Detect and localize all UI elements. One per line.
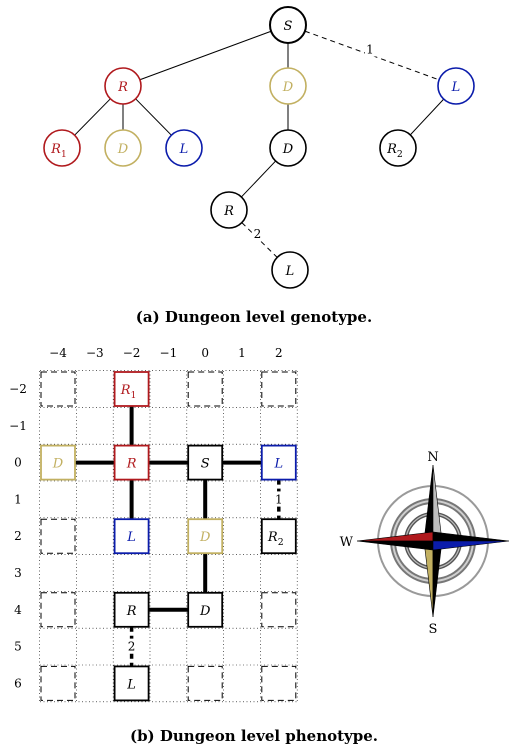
y-tick-label: 3 xyxy=(14,566,22,580)
genotype-node xyxy=(271,251,309,289)
x-tick-label: 2 xyxy=(275,346,283,360)
x-tick-label: −1 xyxy=(160,346,178,360)
room-label: R1 xyxy=(120,383,137,401)
genotype-node-label: L xyxy=(451,80,461,95)
room xyxy=(260,518,297,555)
room xyxy=(113,518,150,555)
x-tick-label: −4 xyxy=(49,346,67,360)
genotype-node xyxy=(210,191,248,229)
room xyxy=(113,665,150,702)
genotype-node xyxy=(165,129,203,167)
room-label: D xyxy=(199,604,211,619)
room xyxy=(187,518,224,555)
x-tick-label: −3 xyxy=(86,346,104,360)
genotype-edge xyxy=(74,98,111,136)
genotype-edge xyxy=(304,30,440,81)
room-label: L xyxy=(126,530,136,545)
genotype-node xyxy=(269,6,307,44)
genotype-node-label: D xyxy=(117,142,129,157)
y-tick-label: 0 xyxy=(14,456,22,470)
y-tick-label: −2 xyxy=(9,382,27,396)
empty-slot xyxy=(40,592,76,628)
room-label: L xyxy=(273,457,283,472)
room-label: R2 xyxy=(267,530,284,548)
room xyxy=(113,444,150,481)
empty-slot xyxy=(187,371,223,407)
room xyxy=(187,591,224,628)
y-tick-label: 1 xyxy=(14,492,22,506)
room-label: R xyxy=(126,604,137,619)
genotype-node-label: D xyxy=(282,142,294,157)
genotype-edge-label: 2 xyxy=(254,227,262,241)
empty-slot xyxy=(40,371,76,407)
x-tick-label: −2 xyxy=(123,346,141,360)
room xyxy=(113,371,150,407)
genotype-edge xyxy=(135,98,172,136)
connection-label: 2 xyxy=(128,640,136,654)
genotype-node xyxy=(104,129,142,167)
room xyxy=(40,444,76,481)
compass-label-w: W xyxy=(340,535,354,550)
room-label: S xyxy=(201,457,210,472)
compass-east-arm xyxy=(432,540,509,551)
genotype-edge xyxy=(139,30,272,81)
room-label: D xyxy=(199,530,211,545)
connection-label: 1 xyxy=(275,492,283,506)
y-tick-label: 5 xyxy=(14,640,22,654)
genotype-edge-label: 1 xyxy=(366,43,374,57)
compass-label-n: N xyxy=(427,450,438,465)
empty-slot xyxy=(40,665,76,701)
room-label: L xyxy=(126,677,136,692)
empty-slot xyxy=(261,592,297,628)
empty-slot xyxy=(261,371,297,407)
empty-slot xyxy=(187,665,223,701)
room-label: D xyxy=(52,457,64,472)
genotype-node-label: L xyxy=(285,264,295,279)
room xyxy=(260,444,297,481)
compass-rose-icon: NSWE xyxy=(340,450,509,637)
genotype-node xyxy=(269,129,307,167)
genotype-node-label: R1 xyxy=(50,142,67,160)
room xyxy=(113,591,150,628)
y-tick-label: 4 xyxy=(14,603,22,617)
genotype-edges: 12 xyxy=(74,30,445,258)
room-label: R xyxy=(126,457,137,472)
genotype-node xyxy=(379,129,417,167)
compass-label-s: S xyxy=(429,622,438,637)
y-tick-label: −1 xyxy=(9,419,27,433)
genotype-node-label: S xyxy=(284,19,293,34)
phenotype-grid xyxy=(39,370,298,703)
genotype-node xyxy=(43,129,81,167)
genotype-node-label: L xyxy=(179,142,189,157)
genotype-edge xyxy=(409,98,445,136)
x-tick-label: 0 xyxy=(201,346,209,360)
y-tick-label: 6 xyxy=(14,676,22,690)
empty-slot xyxy=(261,665,297,701)
genotype-node-label: D xyxy=(282,80,294,95)
phenotype-connections: 12 xyxy=(75,406,285,667)
genotype-node xyxy=(269,67,307,105)
genotype-node-label: R xyxy=(117,80,128,95)
room xyxy=(187,444,224,481)
caption-genotype: (a) Dungeon level genotype. xyxy=(136,308,372,326)
empty-slot xyxy=(40,518,76,554)
y-tick-label: 2 xyxy=(14,529,22,543)
genotype-node-label: R xyxy=(223,204,234,219)
genotype-node xyxy=(437,67,475,105)
genotype-edge xyxy=(241,160,276,198)
caption-phenotype: (b) Dungeon level phenotype. xyxy=(130,727,378,745)
genotype-node-label: R2 xyxy=(386,142,403,160)
x-tick-label: 1 xyxy=(238,346,246,360)
genotype-node xyxy=(104,67,142,105)
